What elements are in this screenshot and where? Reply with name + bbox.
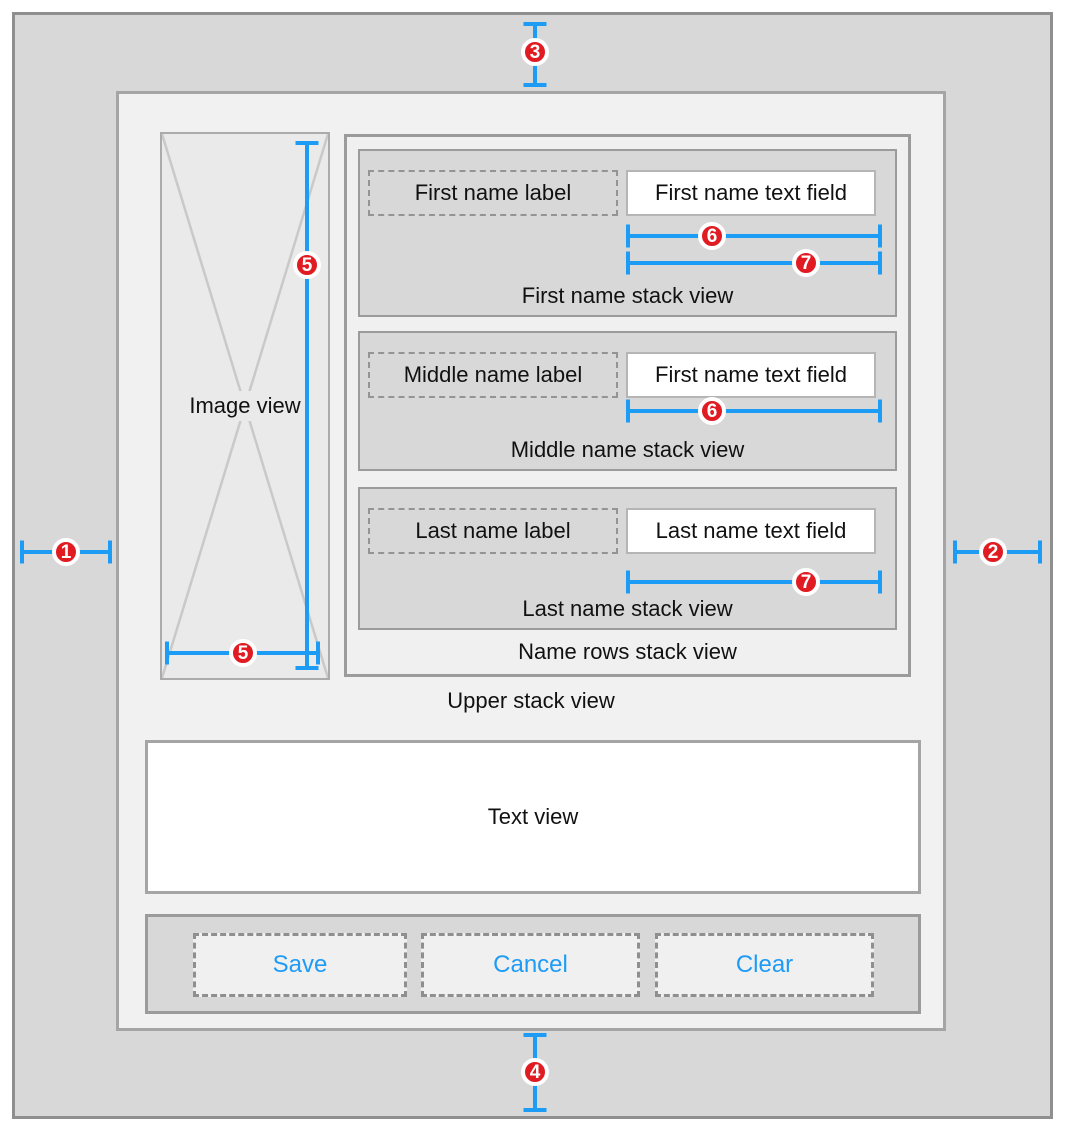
first-name-text-field-text: First name text field — [655, 180, 847, 205]
text-view[interactable]: Text view — [145, 740, 921, 894]
upper-stack-view-caption: Upper stack view — [447, 688, 615, 713]
image-view: Image view — [160, 132, 330, 680]
middle-name-text-field[interactable]: First name text field — [626, 352, 876, 398]
constraint-badge-5-width: 5 — [229, 639, 257, 667]
first-name-label: First name label — [368, 170, 618, 216]
last-field-width-measurement-line — [628, 580, 880, 584]
save-button-label: Save — [272, 951, 328, 978]
first-field-width-measurement-line-7 — [628, 261, 880, 265]
clear-button-label: Clear — [735, 951, 794, 978]
constraint-badge-3: 3 — [521, 38, 549, 66]
last-name-stack-view-caption: Last name stack view — [522, 596, 733, 621]
name-rows-stack-view-caption: Name rows stack view — [518, 639, 737, 664]
middle-name-text-field-text: First name text field — [655, 362, 847, 387]
button-stack-view: Save Cancel Clear — [145, 914, 921, 1014]
last-name-stack-view: Last name label Last name text field Las… — [358, 487, 897, 630]
save-button[interactable]: Save — [193, 933, 407, 997]
middle-field-width-measurement-line — [628, 409, 880, 413]
first-field-width-measurement-line-6 — [628, 234, 880, 238]
cancel-button[interactable]: Cancel — [421, 933, 640, 997]
constraint-badge-5-height: 5 — [293, 251, 321, 279]
image-view-caption: Image view — [184, 391, 306, 421]
constraint-badge-4: 4 — [521, 1058, 549, 1086]
first-name-label-text: First name label — [414, 180, 572, 205]
first-name-stack-view-caption: First name stack view — [521, 283, 734, 308]
last-name-text-field[interactable]: Last name text field — [626, 508, 876, 554]
middle-name-label: Middle name label — [368, 352, 618, 398]
last-name-text-field-text: Last name text field — [655, 518, 847, 543]
constraint-badge-6-middle: 6 — [698, 397, 726, 425]
middle-name-stack-view-caption: Middle name stack view — [510, 437, 745, 462]
middle-name-label-text: Middle name label — [403, 362, 583, 387]
constraint-badge-2: 2 — [979, 538, 1007, 566]
constraint-badge-7-last: 7 — [792, 568, 820, 596]
text-view-caption: Text view — [487, 804, 579, 829]
constraint-badge-7-first: 7 — [792, 249, 820, 277]
constraint-badge-1: 1 — [52, 538, 80, 566]
constraint-badge-6-first: 6 — [698, 222, 726, 250]
image-height-measurement-line — [305, 143, 309, 668]
last-name-label-text: Last name label — [415, 518, 571, 543]
cancel-button-label: Cancel — [493, 951, 568, 978]
clear-button[interactable]: Clear — [655, 933, 874, 997]
first-name-text-field[interactable]: First name text field — [626, 170, 876, 216]
last-name-label: Last name label — [368, 508, 618, 554]
